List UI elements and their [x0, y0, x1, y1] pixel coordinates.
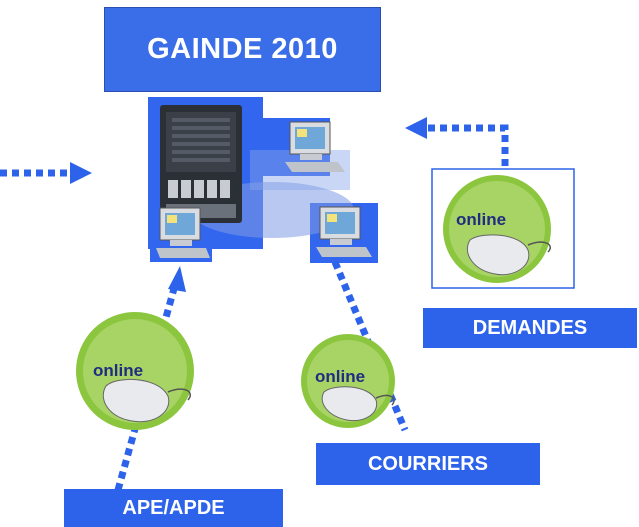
computer-icon: [316, 206, 372, 257]
arrow-heads: [70, 117, 427, 292]
online-label: online: [456, 210, 506, 229]
online-mouse-icon: online: [431, 168, 575, 289]
server-icon: [160, 105, 242, 223]
computer-icon: [156, 207, 210, 258]
online-mouse-icon: online: [76, 312, 194, 430]
courriers-label: COURRIERS: [316, 443, 540, 485]
online-label: online: [93, 361, 143, 380]
ape-apde-label: APE/APDE: [64, 489, 283, 527]
online-mouse-icon: online: [301, 334, 395, 428]
online-label: online: [315, 367, 365, 386]
computer-icon: [285, 121, 345, 172]
demandes-label: DEMANDES: [423, 308, 637, 348]
title-box: GAINDE 2010: [104, 7, 381, 92]
diagram-title: GAINDE 2010: [147, 33, 338, 65]
